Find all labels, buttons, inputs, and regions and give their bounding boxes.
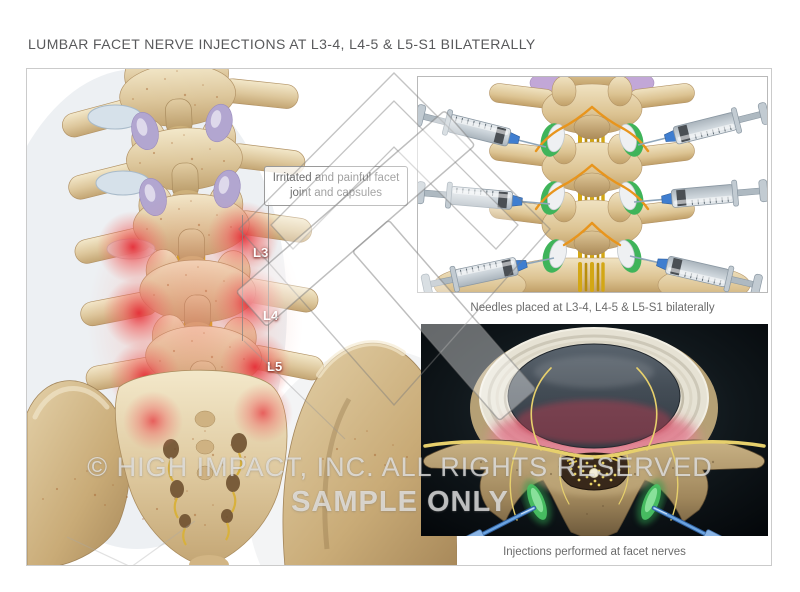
needles-illustration [418,77,767,292]
vertebra-label-l4: L4 [263,308,279,323]
callout-leader-line [242,215,243,341]
cross-section-caption: Injections performed at facet nerves [503,546,686,558]
needles-panel [417,76,768,293]
exhibit-frame: Irritated and painful facet joint and ca… [26,68,772,566]
needles-caption: Needles placed at L3-4, L4-5 & L5-S1 bil… [470,302,715,314]
callout-leader-line [268,202,269,362]
cross-section-illustration [421,324,768,536]
facet-callout: Irritated and painful facet joint and ca… [264,166,408,207]
cross-section-panel [421,324,768,536]
vertebra-label-l5: L5 [267,359,283,374]
exhibit-title: LUMBAR FACET NERVE INJECTIONS AT L3-4, L… [28,36,536,52]
vertebra-label-l3: L3 [253,245,269,260]
